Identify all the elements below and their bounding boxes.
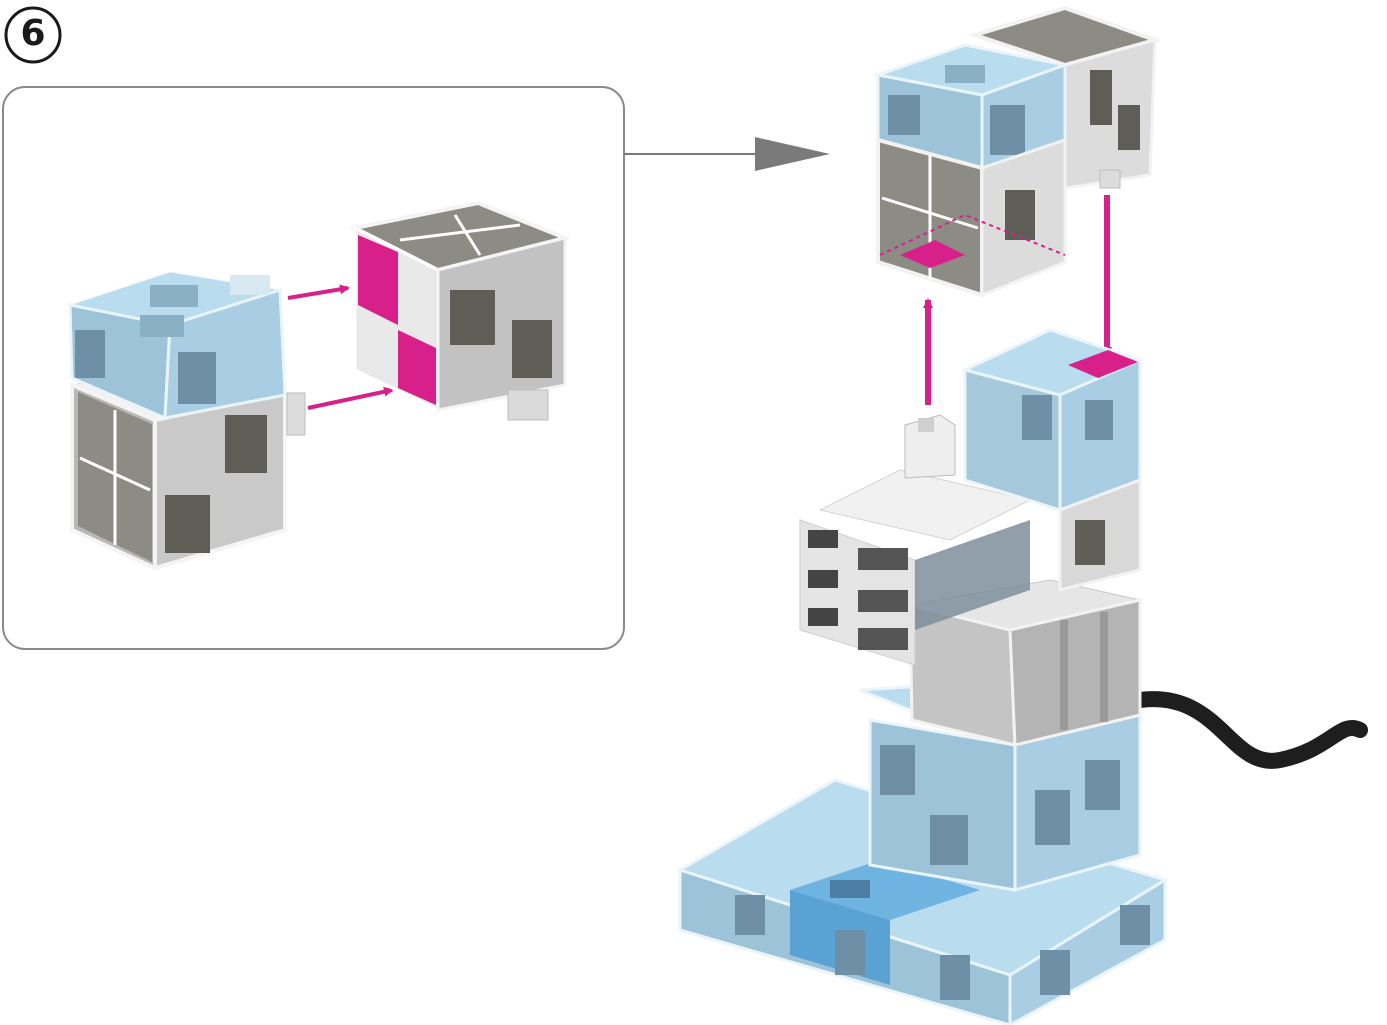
connect-arrow-icon [287,284,350,300]
servo-arm [799,414,1032,666]
magenta-connector-face [398,330,436,405]
main-assembly [676,5,1368,1025]
top-module [872,5,1162,298]
callout-right-block [348,200,572,421]
circle-outline-icon [4,6,62,64]
magenta-connector-face [900,240,965,268]
step-number-label: 6 [20,13,46,54]
detail-callout [2,86,830,650]
magenta-connector-face [358,235,398,325]
connect-arrow-icon [307,386,394,410]
servo-housing [908,579,1142,747]
motor-cable [1132,691,1368,769]
base-blocks [676,778,1169,1025]
magenta-connector-face [1068,350,1138,378]
step-number-badge: 6 [2,4,64,66]
upper-right-blocks [960,328,1145,592]
callout-left-block-pair [68,271,306,572]
callout-pointer-arrow-icon [755,137,830,171]
